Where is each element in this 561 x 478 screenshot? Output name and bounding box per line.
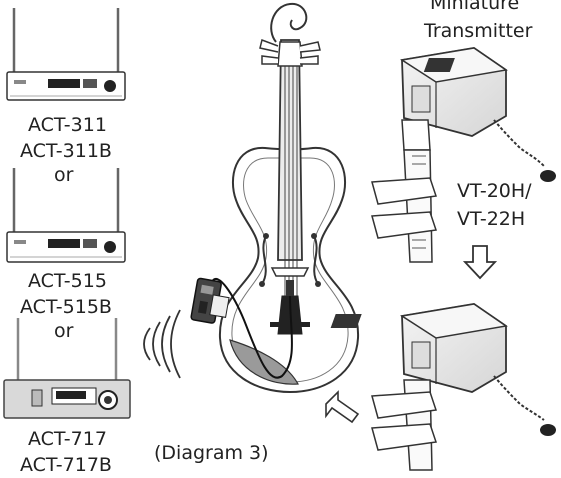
receiver-act-717 bbox=[3, 318, 131, 419]
receiver-1-label-2: ACT-311B bbox=[20, 140, 112, 162]
receiver-2-label-1: ACT-515 bbox=[28, 270, 107, 292]
clip-model-line1: VT-20H/ bbox=[457, 180, 532, 202]
transmitter-title-line2: Transmitter bbox=[424, 20, 533, 42]
receiver-2-connector: or bbox=[54, 320, 74, 342]
violin-clip-transmitter bbox=[190, 277, 230, 324]
receiver-1-label-1: ACT-311 bbox=[28, 114, 107, 136]
clip-icon bbox=[371, 119, 437, 263]
receiver-act-311 bbox=[6, 8, 126, 101]
receiver-act-515 bbox=[6, 168, 126, 263]
receiver-1-connector: or bbox=[54, 164, 74, 186]
receiver-2-label-2: ACT-515B bbox=[20, 296, 112, 318]
transmitter-title-line1: Miniature bbox=[430, 0, 520, 14]
transmitter-icon bbox=[399, 47, 556, 182]
down-arrow-icon bbox=[462, 245, 498, 280]
diagram-caption: (Diagram 3) bbox=[154, 442, 269, 464]
receiver-3-label-2: ACT-717B bbox=[20, 454, 112, 476]
clip-icon bbox=[371, 379, 437, 471]
diagonal-arrow-icon bbox=[325, 390, 360, 424]
receiver-3-label-1: ACT-717 bbox=[28, 428, 107, 450]
clip-model-line2: VT-22H bbox=[457, 208, 526, 230]
wireless-waves-icon bbox=[143, 309, 181, 379]
transmitter-icon bbox=[330, 303, 556, 436]
mic-cable bbox=[211, 278, 293, 379]
violin-icon bbox=[218, 2, 360, 394]
